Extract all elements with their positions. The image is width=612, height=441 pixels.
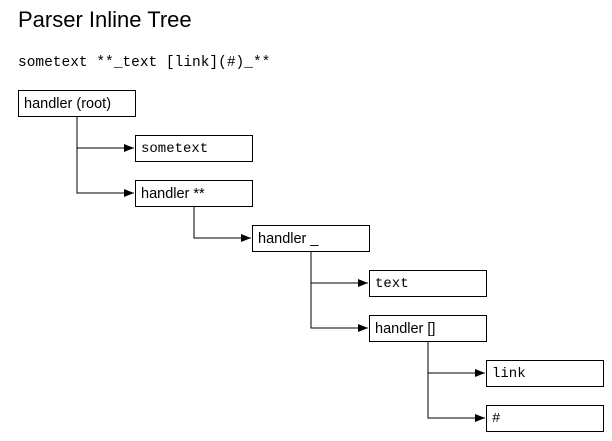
edge-bold-italic xyxy=(193,207,251,242)
edge-italic-linkhandler xyxy=(310,283,368,332)
node-sometext: sometext xyxy=(135,135,253,162)
node-italic: handler _ xyxy=(252,225,370,252)
edge-root-sometext xyxy=(76,117,134,152)
node-root: handler (root) xyxy=(18,90,136,117)
diagram-title: Parser Inline Tree xyxy=(18,7,192,32)
node-hash: # xyxy=(486,405,604,432)
edge-linkhandler-link xyxy=(427,342,485,377)
node-link: link xyxy=(486,360,604,387)
edge-italic-text xyxy=(310,252,368,287)
node-link-handler: handler [] xyxy=(369,315,487,342)
node-bold: handler ** xyxy=(135,180,253,207)
node-text: text xyxy=(369,270,487,297)
edge-linkhandler-hash xyxy=(427,373,485,422)
edge-root-bold xyxy=(76,148,134,197)
input-text: sometext **_text [link](#)_** xyxy=(18,55,271,71)
